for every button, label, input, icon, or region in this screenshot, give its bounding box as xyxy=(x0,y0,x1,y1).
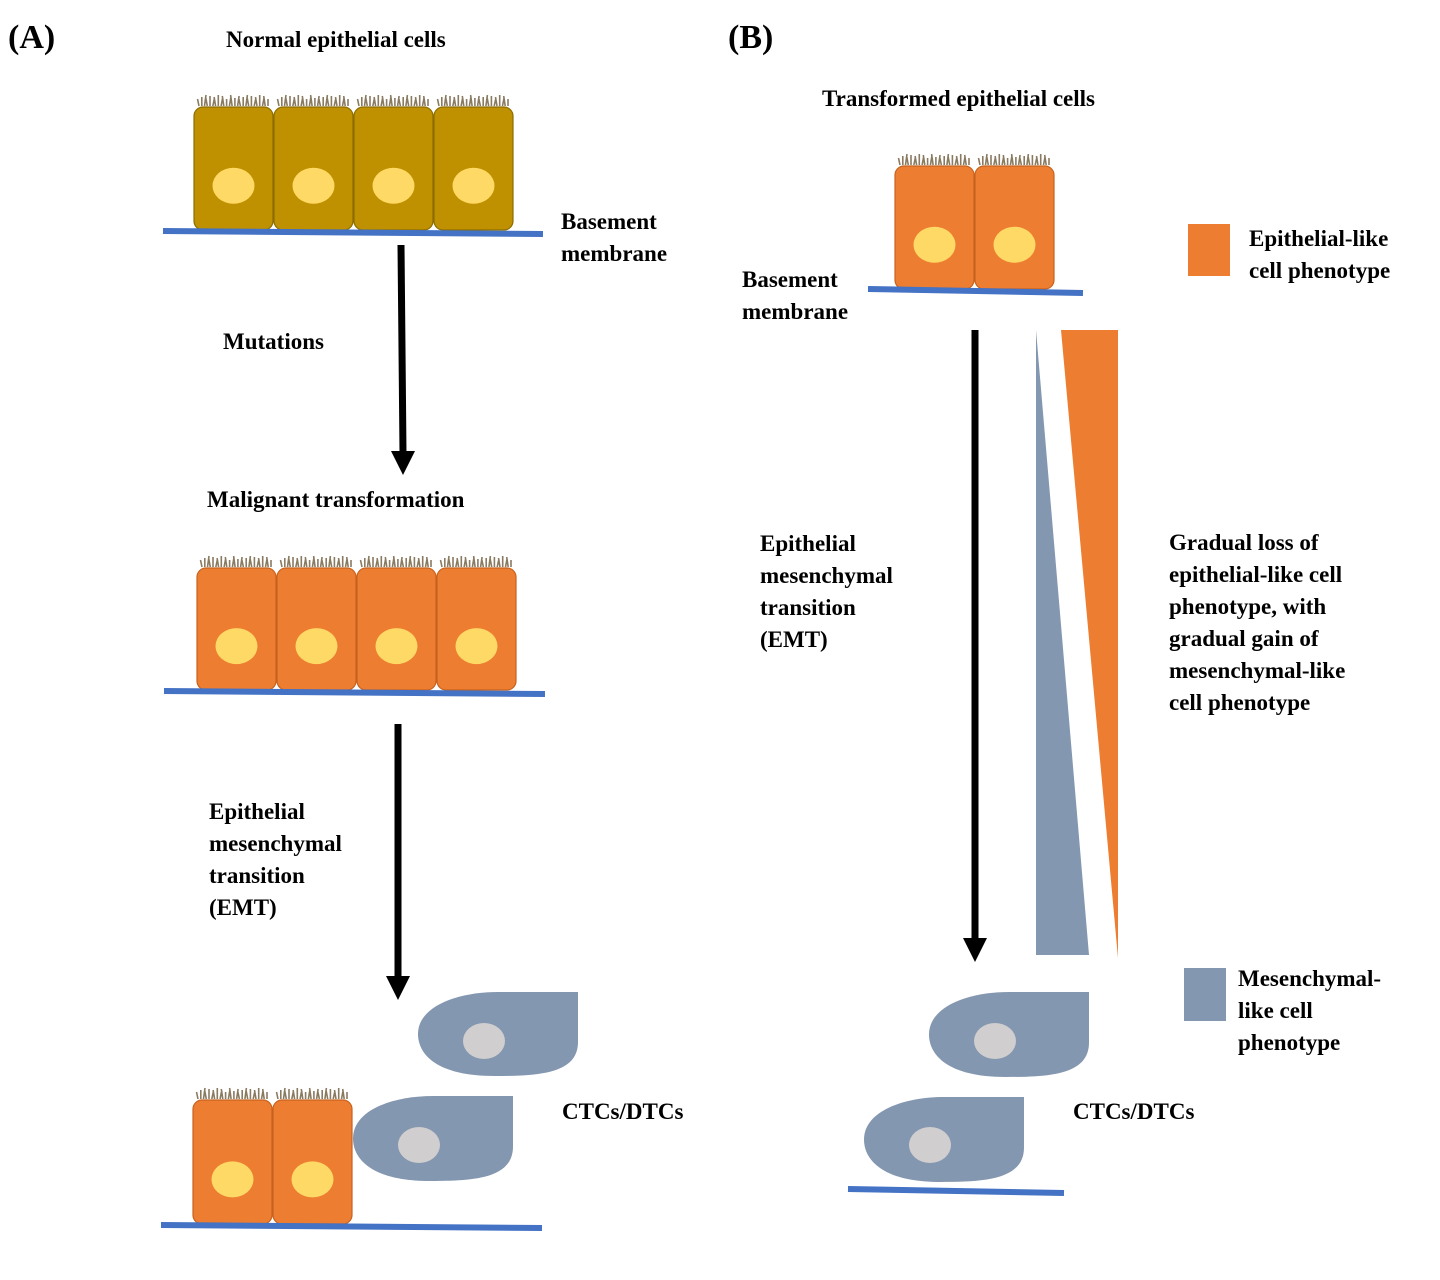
mesenchymal-cell-icon xyxy=(864,1097,1024,1182)
malignant-transformation-label: Malignant transformation xyxy=(207,487,465,512)
nucleus-icon xyxy=(211,1161,254,1198)
label-line: Epithelial xyxy=(209,799,305,824)
cilia-icon xyxy=(977,153,1050,166)
cilia-icon xyxy=(195,1087,268,1100)
epithelial-cell-icon xyxy=(894,153,975,290)
basement-membrane-line xyxy=(162,228,544,237)
basement-membrane-line xyxy=(867,286,1084,296)
epithelial-cell-icon xyxy=(974,153,1055,290)
label-line: cell phenotype xyxy=(1169,690,1311,715)
label-line: like cell xyxy=(1238,998,1313,1023)
cilia-icon xyxy=(279,555,352,568)
mutations-label: Mutations xyxy=(223,329,324,354)
label-line: phenotype, with xyxy=(1169,594,1327,619)
epithelial-cell-icon xyxy=(192,1087,273,1225)
epithelial-cell-icon xyxy=(272,1087,353,1225)
nucleus-icon xyxy=(375,628,418,665)
cilia-icon xyxy=(436,94,509,107)
epithelial-cell-icon xyxy=(196,555,277,691)
cilia-icon xyxy=(199,555,272,568)
nucleus-icon xyxy=(913,226,956,263)
label-line: Basement xyxy=(742,267,838,292)
panel-a-title: Normal epithelial cells xyxy=(226,27,446,52)
nucleus-icon xyxy=(974,1023,1016,1059)
label-line: gradual gain of xyxy=(1169,626,1319,651)
panel-b-letter: (B) xyxy=(728,19,774,56)
epithelial-cell-icon xyxy=(436,555,517,691)
nucleus-icon xyxy=(372,167,415,204)
arrowhead xyxy=(963,938,987,962)
label-line: Gradual loss of xyxy=(1169,530,1319,555)
nucleus-icon xyxy=(212,167,255,204)
nucleus-icon xyxy=(215,628,258,665)
label-line: mesenchymal-like xyxy=(1169,658,1346,683)
label-line: Mesenchymal- xyxy=(1238,966,1382,991)
panel-a-basement-membrane-label: Basement membrane xyxy=(561,206,667,270)
epithelial-loss-wedge-icon xyxy=(1061,330,1118,958)
cilia-icon xyxy=(897,153,970,166)
epithelial-cell-icon xyxy=(356,555,437,691)
legend-mesenchymal-swatch xyxy=(1184,968,1226,1021)
nucleus-icon xyxy=(398,1127,440,1163)
label-line: transition xyxy=(760,595,856,620)
legend-epithelial-swatch xyxy=(1188,224,1230,276)
gradual-change-label: Gradual loss of epithelial-like cell phe… xyxy=(1169,527,1345,719)
label-line: phenotype xyxy=(1238,1030,1341,1055)
arrowhead xyxy=(386,976,410,1000)
legend-mesenchymal-label: Mesenchymal- like cell phenotype xyxy=(1238,963,1381,1059)
epithelial-cell-icon xyxy=(353,94,434,231)
cilia-icon xyxy=(359,555,432,568)
nucleus-icon xyxy=(909,1127,951,1163)
nucleus-icon xyxy=(452,167,495,204)
label-line: membrane xyxy=(742,299,849,324)
panel-b-emt-label: Epithelial mesenchymal transition (EMT) xyxy=(760,528,893,656)
label-line: cell phenotype xyxy=(1249,258,1391,283)
epithelial-cell-icon xyxy=(273,94,354,231)
mesenchymal-cell-icon xyxy=(353,1096,513,1181)
arrowhead xyxy=(391,451,415,475)
panel-a-ctcs-label: CTCs/DTCs xyxy=(562,1099,684,1124)
panel-b-basement-membrane-label: Basement membrane xyxy=(742,264,848,328)
mesenchymal-gain-wedge-icon xyxy=(1036,330,1089,955)
nucleus-icon xyxy=(993,226,1036,263)
panel-a-letter: (A) xyxy=(8,19,56,56)
label-line: membrane xyxy=(561,241,668,266)
label-line: Epithelial-like xyxy=(1249,226,1389,251)
basement-membrane-line xyxy=(163,688,546,697)
epithelial-cell-icon xyxy=(433,94,514,231)
cilia-icon xyxy=(439,555,512,568)
panel-a-emt-label: Epithelial mesenchymal transition (EMT) xyxy=(209,796,342,924)
cilia-icon xyxy=(356,94,429,107)
nucleus-icon xyxy=(463,1023,505,1059)
down-arrow-icon xyxy=(397,244,407,454)
legend-epithelial-label: Epithelial-like cell phenotype xyxy=(1249,223,1390,287)
cilia-icon xyxy=(276,94,349,107)
label-line: (EMT) xyxy=(760,627,828,652)
label-line: epithelial-like cell xyxy=(1169,562,1343,587)
epithelial-cell-icon xyxy=(276,555,357,691)
nucleus-icon xyxy=(291,1161,334,1198)
cilia-icon xyxy=(196,94,269,107)
label-line: mesenchymal xyxy=(760,563,893,588)
label-line: Basement xyxy=(561,209,657,234)
label-line: transition xyxy=(209,863,305,888)
mesenchymal-cell-icon xyxy=(929,992,1089,1077)
basement-membrane-line xyxy=(847,1186,1065,1196)
label-line: (EMT) xyxy=(209,895,277,920)
nucleus-icon xyxy=(455,628,498,665)
label-line: Epithelial xyxy=(760,531,856,556)
epithelial-cell-icon xyxy=(193,94,274,231)
cilia-icon xyxy=(275,1087,348,1100)
basement-membrane-line xyxy=(160,1222,543,1231)
panel-b-title: Transformed epithelial cells xyxy=(822,86,1095,111)
panel-b-ctcs-label: CTCs/DTCs xyxy=(1073,1099,1195,1124)
nucleus-icon xyxy=(295,628,338,665)
mesenchymal-cell-icon xyxy=(418,992,578,1076)
nucleus-icon xyxy=(292,167,335,204)
label-line: mesenchymal xyxy=(209,831,342,856)
